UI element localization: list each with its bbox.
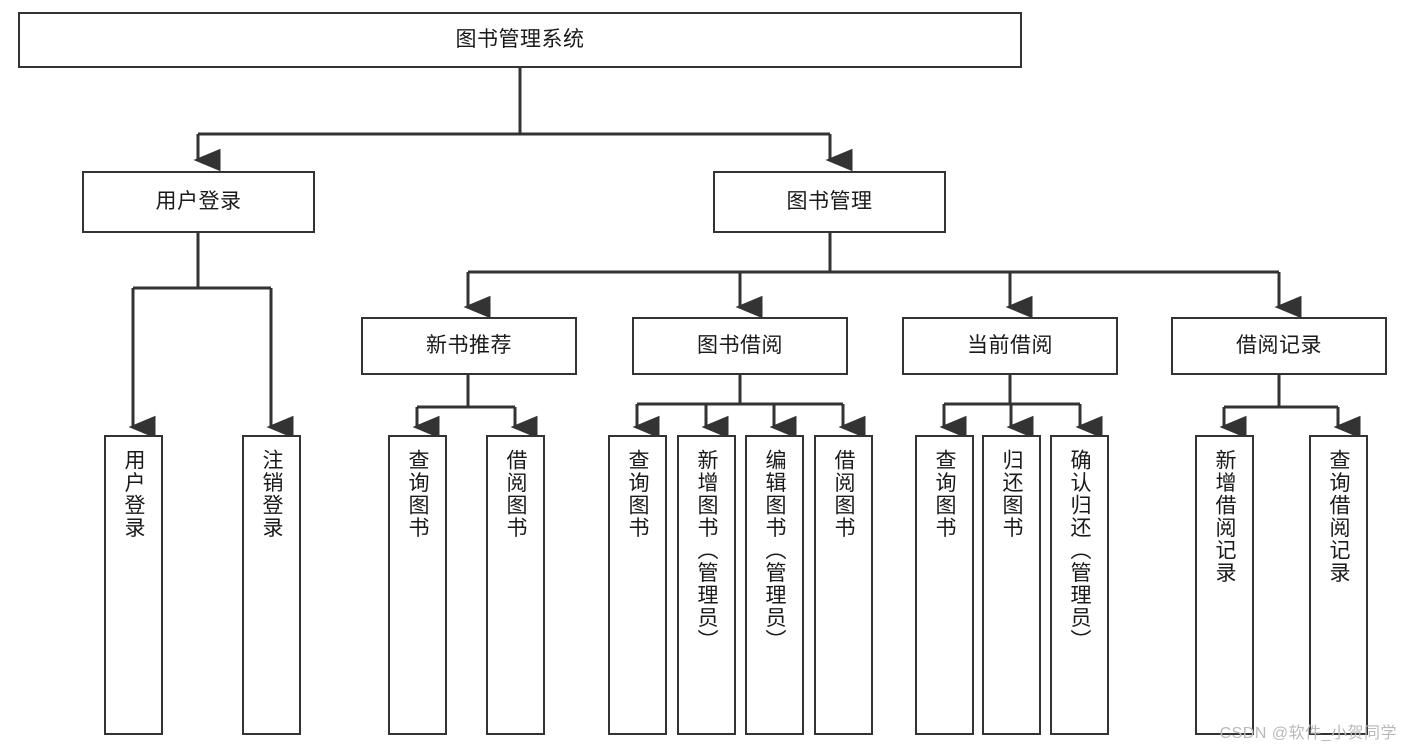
node-leaf-confirm-return-label: 确认归还（管理员） bbox=[1068, 449, 1092, 652]
node-leaf-user-login[interactable]: 用户登录 bbox=[104, 435, 163, 735]
node-leaf-query-book-1[interactable]: 查询图书 bbox=[388, 435, 447, 735]
node-leaf-logout-label: 注销登录 bbox=[260, 449, 284, 539]
node-leaf-add-record-label: 新增借阅记录 bbox=[1213, 449, 1237, 584]
node-leaf-logout[interactable]: 注销登录 bbox=[242, 435, 301, 735]
node-leaf-add-record[interactable]: 新增借阅记录 bbox=[1195, 435, 1254, 735]
node-current-borrow-label: 当前借阅 bbox=[967, 333, 1053, 357]
node-leaf-query-book-3[interactable]: 查询图书 bbox=[915, 435, 974, 735]
node-leaf-add-book[interactable]: 新增图书（管理员） bbox=[677, 435, 736, 735]
node-book-borrow[interactable]: 图书借阅 bbox=[632, 317, 848, 375]
node-leaf-borrow-book-1[interactable]: 借阅图书 bbox=[486, 435, 545, 735]
node-leaf-edit-book-label: 编辑图书（管理员） bbox=[763, 449, 787, 652]
watermark: CSDN @软件_小贺同学 bbox=[1219, 725, 1397, 742]
node-book-manage-label: 图书管理 bbox=[786, 189, 873, 213]
node-leaf-query-record-label: 查询借阅记录 bbox=[1327, 449, 1351, 584]
node-borrow-record-label: 借阅记录 bbox=[1236, 333, 1322, 357]
node-leaf-return-book[interactable]: 归还图书 bbox=[982, 435, 1041, 735]
node-current-borrow[interactable]: 当前借阅 bbox=[902, 317, 1118, 375]
node-user-login-label: 用户登录 bbox=[155, 189, 242, 213]
node-root-label: 图书管理系统 bbox=[455, 27, 585, 51]
node-leaf-add-book-label: 新增图书（管理员） bbox=[695, 449, 719, 652]
node-leaf-borrow-book-2[interactable]: 借阅图书 bbox=[814, 435, 873, 735]
node-borrow-record[interactable]: 借阅记录 bbox=[1171, 317, 1387, 375]
node-new-book-rec[interactable]: 新书推荐 bbox=[361, 317, 577, 375]
node-leaf-query-book-1-label: 查询图书 bbox=[406, 449, 430, 539]
node-leaf-return-book-label: 归还图书 bbox=[1000, 449, 1024, 539]
node-user-login[interactable]: 用户登录 bbox=[82, 171, 315, 233]
node-book-borrow-label: 图书借阅 bbox=[697, 333, 783, 357]
node-leaf-edit-book[interactable]: 编辑图书（管理员） bbox=[745, 435, 804, 735]
node-leaf-borrow-book-1-label: 借阅图书 bbox=[504, 449, 528, 539]
node-book-manage[interactable]: 图书管理 bbox=[713, 171, 946, 233]
node-leaf-query-book-2[interactable]: 查询图书 bbox=[608, 435, 667, 735]
node-leaf-user-login-label: 用户登录 bbox=[122, 449, 146, 539]
node-new-book-rec-label: 新书推荐 bbox=[426, 333, 512, 357]
node-leaf-query-record[interactable]: 查询借阅记录 bbox=[1309, 435, 1368, 735]
node-leaf-query-book-3-label: 查询图书 bbox=[933, 449, 957, 539]
node-leaf-query-book-2-label: 查询图书 bbox=[626, 449, 650, 539]
node-leaf-confirm-return[interactable]: 确认归还（管理员） bbox=[1050, 435, 1109, 735]
node-root[interactable]: 图书管理系统 bbox=[18, 12, 1022, 68]
node-leaf-borrow-book-2-label: 借阅图书 bbox=[832, 449, 856, 539]
